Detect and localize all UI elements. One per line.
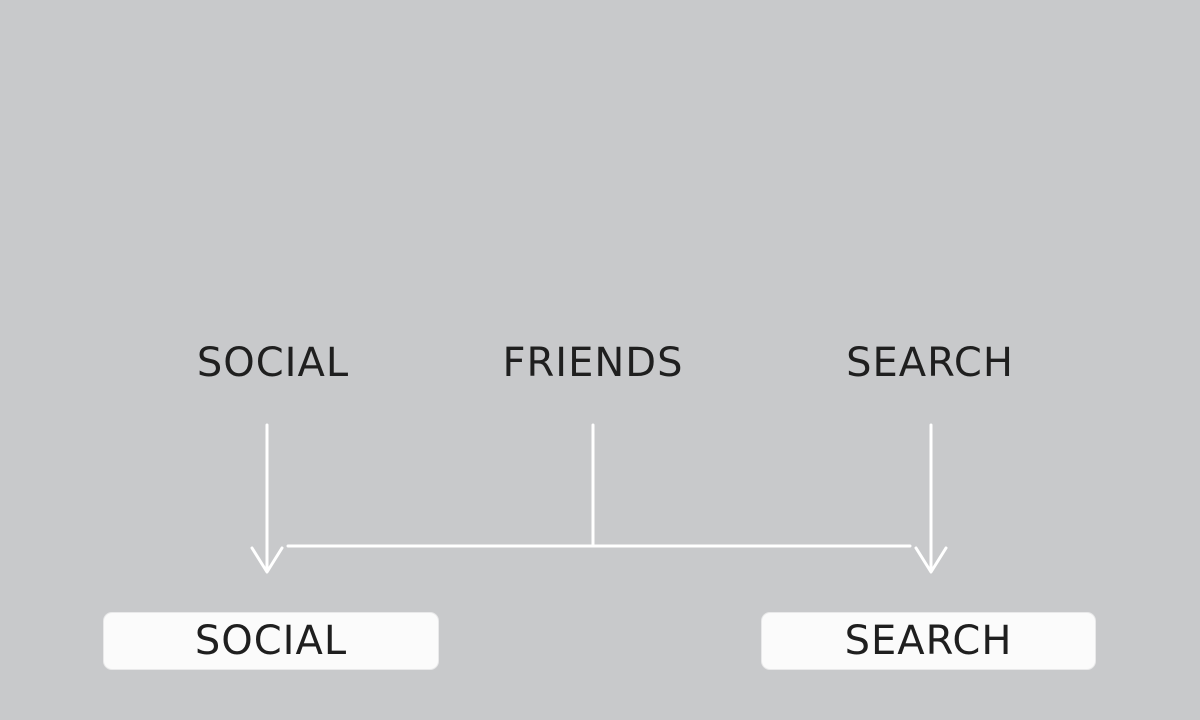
- bottom-box-social: SOCIAL: [104, 613, 438, 669]
- top-label-search: SEARCH: [846, 340, 1014, 386]
- bottom-box-search-label: SEARCH: [844, 618, 1013, 664]
- top-label-friends: FRIENDS: [502, 340, 684, 386]
- social-down-arrowhead: [250, 546, 284, 574]
- top-label-social: SOCIAL: [196, 340, 350, 386]
- bottom-box-social-label: SOCIAL: [194, 618, 348, 664]
- bottom-box-search: SEARCH: [762, 613, 1095, 669]
- search-down-arrowhead: [914, 546, 948, 574]
